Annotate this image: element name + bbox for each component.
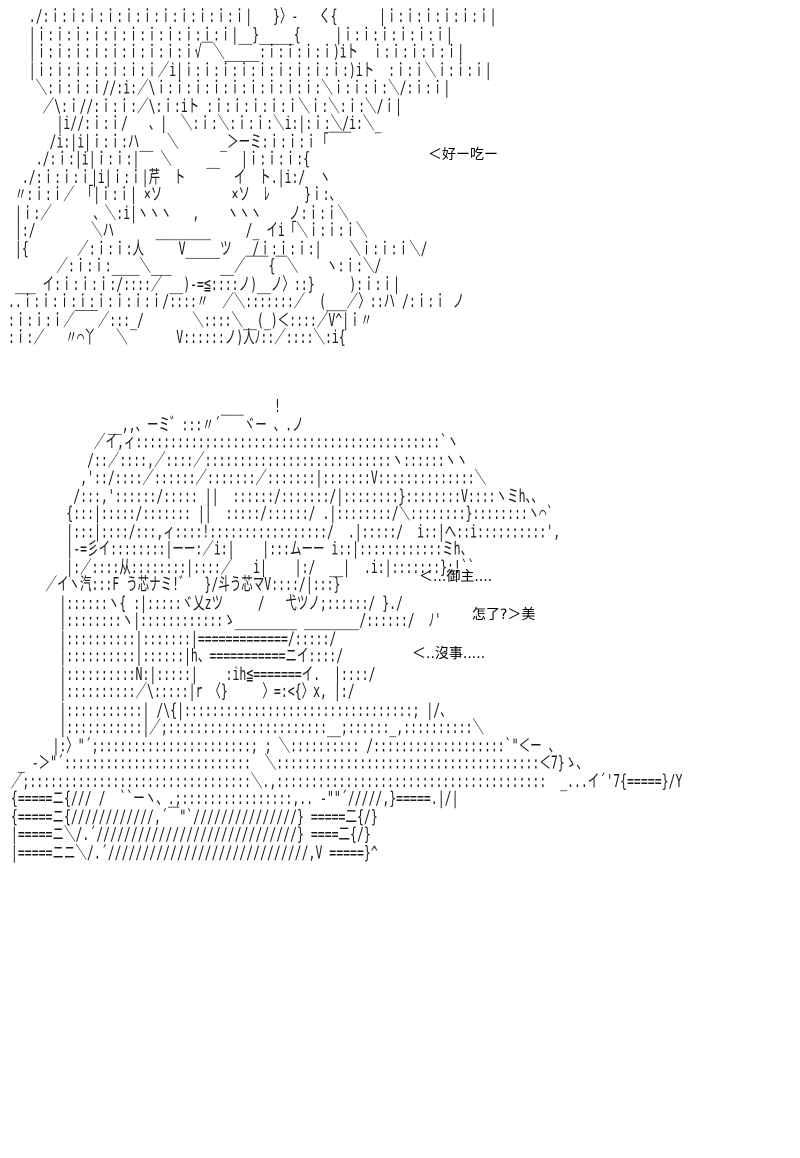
- page: ./:ｉ:ｉ:ｉ:ｉ:ｉ:ｉ:ｉ:ｉ:ｉ:ｉ:ｉ| }〉- く{ |ｉ:ｉ:ｉ:…: [8, 4, 683, 861]
- dialogue-line-1: ＜好ー吃ー: [428, 147, 498, 163]
- dialogue-line-3: 怎了?＞美: [472, 607, 536, 623]
- ascii-art-bottom: ! __,,、ーミ゛:::〃´￣￣ヾー 、.ノ ／イ,ィ::::::::::::…: [10, 394, 683, 863]
- dialogue-line-4: ＜..沒事.....: [412, 646, 486, 662]
- dialogue-line-2: ＜...御主....: [419, 569, 493, 585]
- ascii-art-top: ./:ｉ:ｉ:ｉ:ｉ:ｉ:ｉ:ｉ:ｉ:ｉ:ｉ:ｉ| }〉- く{ |ｉ:ｉ:ｉ:…: [8, 4, 497, 348]
